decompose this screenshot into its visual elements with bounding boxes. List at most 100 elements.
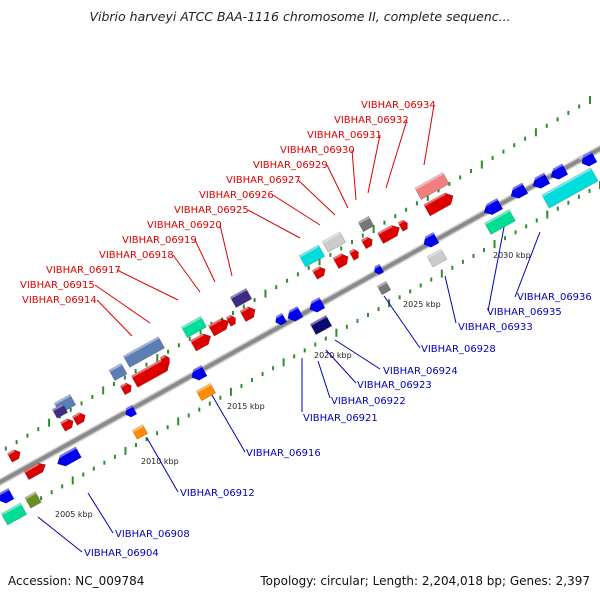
gene-feature[interactable] — [397, 219, 410, 232]
gene-label[interactable]: VIBHAR_06912 — [180, 488, 255, 499]
gene-feature[interactable] — [284, 305, 304, 323]
gene-feature[interactable] — [360, 235, 375, 250]
gene-feature[interactable] — [108, 362, 128, 382]
gene-feature[interactable] — [225, 314, 238, 327]
map-title: Vibrio harveyi ATCC BAA-1116 chromosome … — [89, 9, 511, 24]
gene-feature[interactable] — [348, 248, 361, 261]
gene-feature[interactable] — [578, 150, 598, 168]
top-connectors — [94, 104, 435, 337]
gene-feature[interactable] — [54, 446, 82, 469]
gene-label[interactable]: VIBHAR_06919 — [122, 235, 197, 246]
gene-feature[interactable] — [189, 331, 213, 352]
ruler-label: 2020 kbp — [314, 351, 352, 360]
gene-feature[interactable] — [484, 209, 516, 235]
connector — [487, 221, 506, 312]
gene-label[interactable]: VIBHAR_06926 — [199, 190, 274, 201]
gene-feature[interactable] — [420, 231, 440, 249]
gene-feature[interactable] — [332, 251, 351, 270]
gene-label[interactable]: VIBHAR_06930 — [280, 145, 355, 156]
gene-feature[interactable] — [0, 487, 15, 505]
gene-label[interactable]: VIBHAR_06931 — [307, 130, 382, 141]
gene-feature[interactable] — [24, 491, 42, 509]
gene-feature[interactable] — [122, 336, 166, 368]
connector — [325, 349, 357, 384]
gene-feature[interactable] — [23, 460, 48, 481]
gene-feature[interactable] — [239, 304, 258, 323]
connector — [247, 209, 301, 239]
gene-label[interactable]: VIBHAR_06922 — [331, 396, 406, 407]
gene-feature[interactable] — [0, 502, 28, 526]
gene-feature[interactable] — [71, 411, 87, 426]
gene-label[interactable]: VIBHAR_06923 — [357, 380, 432, 391]
gene-feature[interactable] — [530, 172, 551, 191]
gene-label[interactable]: VIBHAR_06917 — [46, 265, 121, 276]
gene-feature[interactable] — [414, 172, 450, 200]
gene-feature[interactable] — [195, 382, 217, 402]
gene-feature[interactable] — [159, 354, 172, 367]
gene-feature[interactable] — [377, 222, 402, 244]
gene-label[interactable]: VIBHAR_06932 — [334, 115, 409, 126]
gene-feature[interactable] — [548, 163, 569, 182]
gene-label[interactable]: VIBHAR_06904 — [84, 548, 159, 559]
connector — [219, 224, 233, 277]
connector — [351, 149, 357, 201]
gene-feature[interactable] — [51, 403, 69, 419]
gene-features — [0, 150, 599, 526]
gene-feature[interactable] — [130, 357, 172, 388]
gene-feature[interactable] — [131, 424, 149, 440]
gene-label[interactable]: VIBHAR_06935 — [487, 307, 562, 318]
connector — [208, 389, 246, 453]
top-gene-labels: VIBHAR_06914 VIBHAR_06915 VIBHAR_06917 V… — [20, 100, 436, 306]
gene-feature[interactable] — [372, 263, 385, 276]
connector — [146, 437, 179, 493]
gene-feature[interactable] — [123, 404, 138, 419]
gene-label[interactable]: VIBHAR_06908 — [115, 529, 190, 540]
gene-label[interactable]: VIBHAR_06921 — [303, 413, 378, 424]
accession-text: Accession: NC_009784 — [8, 574, 145, 588]
gene-feature[interactable] — [541, 167, 599, 209]
gene-feature[interactable] — [426, 248, 448, 268]
gene-label[interactable]: VIBHAR_06928 — [421, 344, 496, 355]
gene-feature[interactable] — [188, 364, 208, 382]
gene-feature[interactable] — [481, 197, 504, 217]
bottom-connectors — [37, 221, 541, 553]
gene-label[interactable]: VIBHAR_06914 — [22, 295, 97, 306]
connector — [317, 360, 331, 399]
gene-label[interactable]: VIBHAR_06925 — [174, 205, 249, 216]
gene-feature[interactable] — [309, 314, 333, 336]
gene-feature[interactable] — [321, 231, 347, 253]
gene-label[interactable]: VIBHAR_06920 — [147, 220, 222, 231]
gene-feature[interactable] — [357, 215, 375, 233]
gene-feature[interactable] — [423, 190, 457, 217]
ruler-labels: 2005 kbp 2010 kbp 2015 kbp 2020 kbp 2025… — [55, 251, 531, 519]
gene-feature[interactable] — [229, 287, 253, 309]
gene-label[interactable]: VIBHAR_06915 — [20, 280, 95, 291]
gene-feature[interactable] — [306, 296, 326, 314]
connector — [37, 516, 83, 553]
connector — [87, 492, 114, 534]
gene-label[interactable]: VIBHAR_06924 — [383, 366, 458, 377]
gene-label[interactable]: VIBHAR_06927 — [226, 175, 301, 186]
connector — [116, 269, 179, 301]
gene-feature[interactable] — [376, 280, 392, 296]
gene-feature[interactable] — [59, 417, 75, 432]
gene-label[interactable]: VIBHAR_06918 — [99, 250, 174, 261]
gene-feature[interactable] — [6, 448, 22, 463]
gene-label[interactable]: VIBHAR_06916 — [246, 448, 321, 459]
connector — [334, 339, 381, 370]
gene-label[interactable]: VIBHAR_06929 — [253, 160, 328, 171]
gene-feature[interactable] — [273, 312, 288, 327]
gene-feature[interactable] — [181, 316, 207, 338]
gene-label[interactable]: VIBHAR_06933 — [458, 322, 533, 333]
gene-feature[interactable] — [508, 182, 529, 201]
gene-feature[interactable] — [311, 265, 327, 280]
gene-label[interactable]: VIBHAR_06936 — [517, 292, 592, 303]
gene-feature[interactable] — [119, 381, 134, 396]
topology-text: Topology: circular; Length: 2,204,018 bp… — [260, 574, 590, 588]
gene-feature[interactable] — [207, 316, 231, 337]
gene-feature[interactable] — [298, 244, 326, 268]
connector — [172, 254, 201, 293]
connector — [367, 134, 381, 194]
gene-label[interactable]: VIBHAR_06934 — [361, 100, 436, 111]
